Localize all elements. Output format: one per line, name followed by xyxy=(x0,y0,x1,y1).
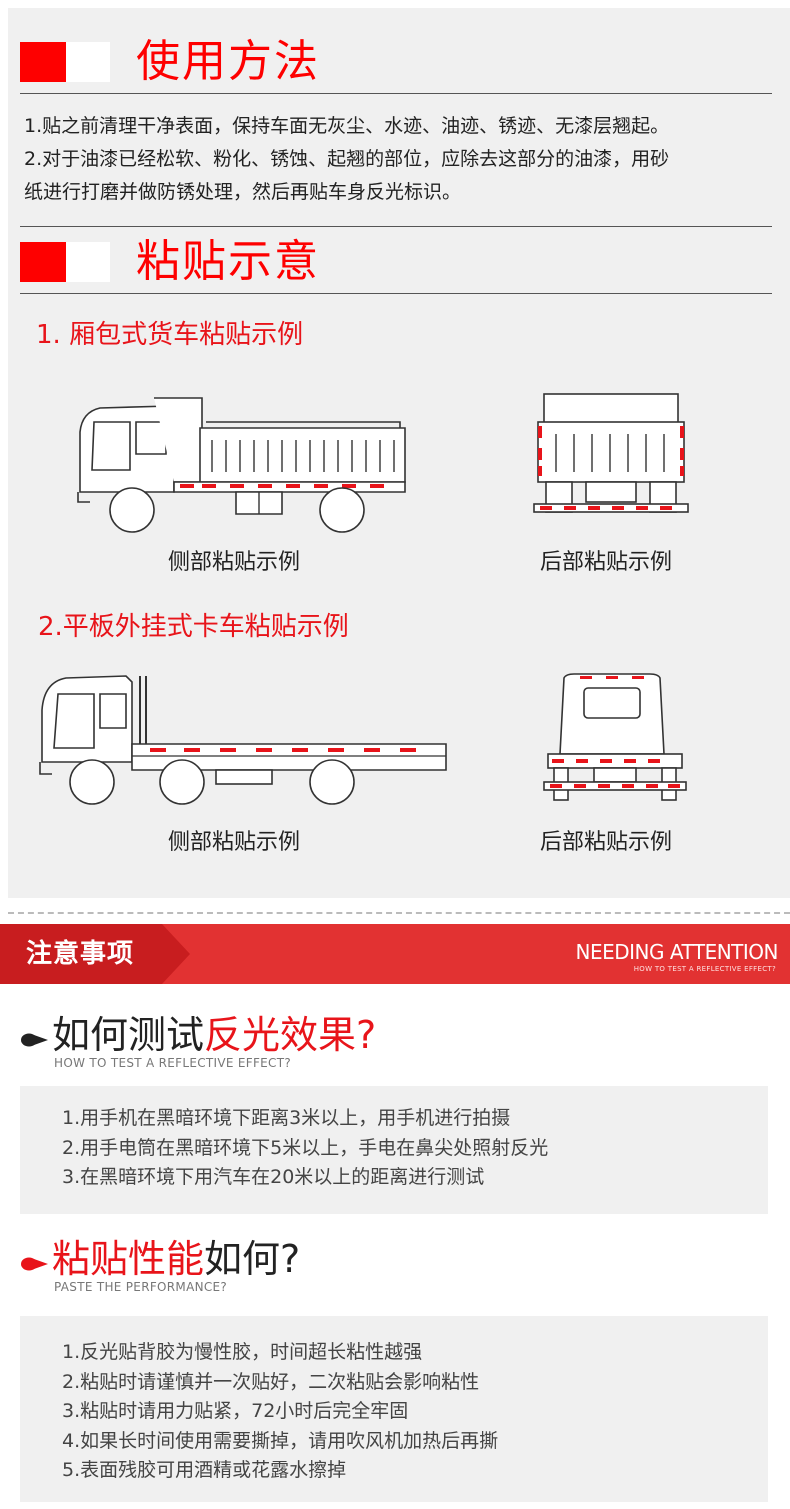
test-effect-title: 如何测试反光效果? xyxy=(52,1012,376,1058)
reflective-strip xyxy=(150,748,416,752)
flatbed-side-illustration xyxy=(39,675,447,805)
performance-title-black: 如何? xyxy=(204,1237,301,1281)
flatbed-side-caption: 侧部粘贴示例 xyxy=(168,830,301,855)
test-effect-subtitle: HOW TO TEST A REFLECTIVE EFFECT? xyxy=(54,1056,292,1070)
list-item: 2.用手电筒在黑暗环境下5米以上，手电在鼻尖处照射反光 xyxy=(62,1136,549,1159)
performance-title-red: 粘贴性能 xyxy=(52,1237,205,1281)
list-item: 1.反光贴背胶为慢性胶，时间超长粘性越强 xyxy=(62,1341,423,1363)
test-effect-title-red: 反光效果? xyxy=(204,1013,377,1057)
performance-title: 粘贴性能如何? xyxy=(52,1236,300,1282)
paste-title: 粘贴示意 xyxy=(136,236,320,287)
header-white-block xyxy=(66,42,110,82)
list-item: 5.表面残胶可用酒精或花露水擦掉 xyxy=(62,1459,347,1481)
pointer-icon xyxy=(21,1033,48,1047)
list-item: 3.在黑暗环境下用汽车在20米以上的距离进行测试 xyxy=(62,1166,485,1188)
list-item: 4.如果长时间使用需要撕掉，请用吹风机加热后再撕 xyxy=(62,1429,499,1452)
flatbed-rear-illustration xyxy=(543,673,687,801)
box-truck-rear-caption: 后部粘贴示例 xyxy=(540,550,673,575)
reflective-strip xyxy=(538,426,684,476)
reflective-strip xyxy=(540,506,672,510)
attention-banner: 注意事项 NEEDING ATTENTION HOW TO TEST A REF… xyxy=(0,924,790,984)
box-ribs xyxy=(211,440,395,472)
attention-label: 注意事项 xyxy=(26,939,135,969)
reflective-strip xyxy=(552,759,660,763)
reflective-strip xyxy=(180,484,384,488)
usage-line: 纸进行打磨并做防锈处理，然后再贴车身反光标识。 xyxy=(24,181,462,203)
flatbed-rear-caption: 后部粘贴示例 xyxy=(540,830,673,855)
paste-section-header: 粘贴示意 xyxy=(20,236,772,294)
section-divider xyxy=(20,226,772,227)
performance-subtitle: PASTE THE PERFORMANCE? xyxy=(54,1280,228,1294)
flatbed-heading: 2.平板外挂式卡车粘贴示例 xyxy=(38,612,349,642)
usage-section-header: 使用方法 xyxy=(20,36,772,94)
usage-title: 使用方法 xyxy=(136,36,320,87)
box-truck-side-caption: 侧部粘贴示例 xyxy=(168,550,301,575)
usage-line: 1.贴之前清理干净表面，保持车面无灰尘、水迹、油迹、锈迹、无漆层翘起。 xyxy=(24,115,670,137)
panel-notch xyxy=(0,872,8,898)
header-red-block xyxy=(20,242,66,282)
test-effect-box: 1.用手机在黑暗环境下距离3米以上，用手机进行拍摄 2.用手电筒在黑暗环境下5米… xyxy=(20,1086,768,1214)
attention-tab xyxy=(0,924,190,984)
header-red-block xyxy=(20,42,66,82)
attention-en-subtitle: HOW TO TEST A REFLECTIVE EFFECT? xyxy=(633,965,776,973)
list-item: 2.粘贴时请谨慎并一次贴好，二次粘贴会影响粘性 xyxy=(62,1370,480,1393)
list-item: 1.用手机在黑暗环境下距离3米以上，用手机进行拍摄 xyxy=(62,1107,511,1129)
usage-line: 2.对于油漆已经松软、粉化、锈蚀、起翘的部位，应除去这部分的油漆，用砂 xyxy=(24,148,670,170)
box-truck-heading: 1. 厢包式货车粘贴示例 xyxy=(36,320,304,350)
dashed-separator xyxy=(8,912,790,914)
box-truck-rear-illustration xyxy=(533,393,689,513)
usage-instructions: 1.贴之前清理干净表面，保持车面无灰尘、水迹、油迹、锈迹、无漆层翘起。 2.对于… xyxy=(24,110,776,209)
list-item: 3.粘贴时请用力贴紧，72小时后完全牢固 xyxy=(62,1400,409,1422)
pointer-icon xyxy=(21,1257,48,1271)
performance-box: 1.反光贴背胶为慢性胶，时间超长粘性越强 2.粘贴时请谨慎并一次贴好，二次粘贴会… xyxy=(20,1316,768,1502)
box-truck-side-illustration xyxy=(77,397,406,533)
reflective-strip xyxy=(550,784,680,788)
reflective-strip xyxy=(580,676,644,679)
header-white-block xyxy=(66,242,110,282)
attention-en-title: NEEDING ATTENTION xyxy=(575,940,779,964)
test-effect-title-black: 如何测试 xyxy=(52,1013,205,1057)
